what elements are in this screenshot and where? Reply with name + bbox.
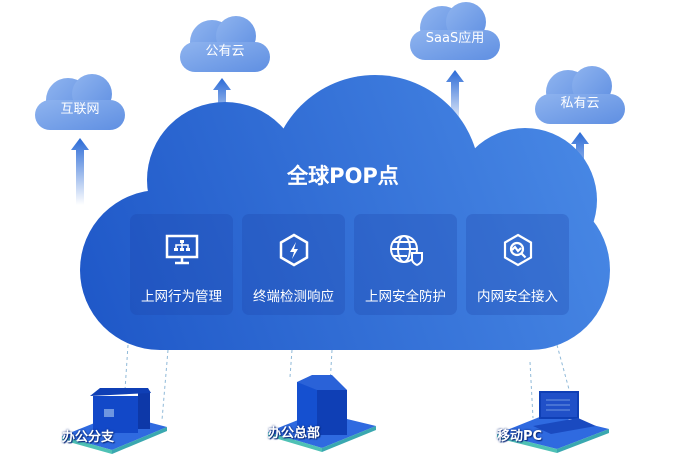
pop-title: 全球POP点 <box>287 164 399 188</box>
service-card-behavior-management: 上网行为管理 <box>130 214 233 315</box>
destination-internet: 互联网 <box>60 102 100 117</box>
destination-saas: SaaS应用 <box>425 31 485 46</box>
service-card-web-security: 上网安全防护 <box>354 214 457 315</box>
cloud-internet <box>35 74 125 130</box>
cloud-public <box>180 16 270 72</box>
cloud-saas <box>410 2 500 60</box>
main-cloud <box>80 75 610 350</box>
destination-public-cloud: 公有云 <box>205 44 245 59</box>
headquarters-building <box>268 375 376 452</box>
cloud-private <box>535 66 625 124</box>
link-lines <box>124 344 571 421</box>
site-label-branch: 办公分支 <box>62 430 115 445</box>
hexagon-bolt-icon <box>279 233 309 267</box>
destination-private-cloud: 私有云 <box>560 96 600 111</box>
service-label: 上网行为管理 <box>141 289 222 305</box>
hexagon-search-icon <box>503 233 533 267</box>
branch-office-building <box>62 388 167 454</box>
service-label: 终端检测响应 <box>253 289 334 305</box>
service-card-intranet-access: 内网安全接入 <box>466 214 569 315</box>
arrow-saas <box>446 70 464 127</box>
site-label-mobile-pc: 移动PC <box>497 429 543 444</box>
globe-shield-icon <box>390 235 423 267</box>
site-label-hq: 办公总部 <box>268 426 321 441</box>
laptop-device <box>497 391 609 453</box>
monitor-org-icon <box>165 234 199 265</box>
small-clouds <box>35 2 625 130</box>
service-card-edr: 终端检测响应 <box>242 214 345 315</box>
service-label: 上网安全防护 <box>365 289 446 305</box>
service-label: 内网安全接入 <box>477 289 558 305</box>
arrow-internet <box>71 138 89 205</box>
